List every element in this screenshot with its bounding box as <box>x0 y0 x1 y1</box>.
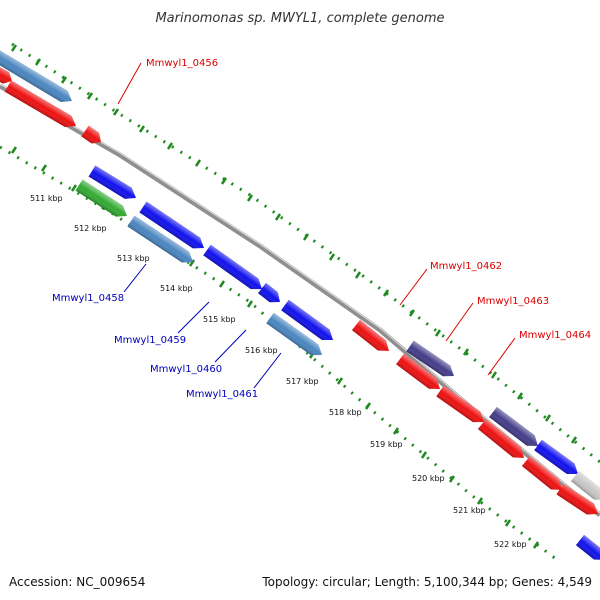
connector-line <box>487 337 516 376</box>
kbp-tick-label: 522 kbp <box>494 540 527 549</box>
kbp-tick-label: 513 kbp <box>117 254 150 263</box>
kbp-tick-label: 515 kbp <box>203 315 236 324</box>
outer-tick-marks <box>10 44 578 444</box>
kbp-tick-label: 512 kbp <box>74 224 107 233</box>
gene-arrow-0466[interactable] <box>534 439 582 480</box>
gene-arrow-0463[interactable] <box>406 340 457 382</box>
gene-arrow-0470[interactable] <box>575 534 600 565</box>
label-connectors <box>117 62 516 389</box>
kbp-tick-label: 516 kbp <box>245 346 278 355</box>
gene-arrow-0460b[interactable] <box>281 299 337 346</box>
gene-track <box>0 49 600 565</box>
gene-arrow-b[interactable] <box>0 66 15 86</box>
gene-label-0463[interactable]: Mmwyl1_0463 <box>477 296 549 307</box>
gene-arrow-0459b[interactable] <box>203 244 266 295</box>
kbp-tick-label: 511 kbp <box>30 194 63 203</box>
kbp-tick-label: 514 kbp <box>160 284 193 293</box>
gene-arrow-0464b[interactable] <box>477 418 528 463</box>
gene-arrow-0469[interactable] <box>556 483 600 520</box>
gene-arrow-a[interactable] <box>0 49 75 106</box>
connector-line <box>445 302 474 342</box>
connector-line <box>253 352 282 389</box>
kbp-tick-label: 519 kbp <box>370 440 403 449</box>
kbp-tick-label: 520 kbp <box>412 474 445 483</box>
kbp-tick-label: 521 kbp <box>453 506 486 515</box>
gene-label-0460[interactable]: Mmwyl1_0460 <box>150 364 222 375</box>
gene-label-0461[interactable]: Mmwyl1_0461 <box>186 389 258 400</box>
gene-arrow-c[interactable] <box>4 80 80 131</box>
accession-text: Accession: NC_009654 <box>9 575 145 589</box>
connector-line <box>214 329 247 363</box>
gene-arrow-green[interactable] <box>75 179 130 222</box>
gene-label-0464[interactable]: Mmwyl1_0464 <box>519 330 591 341</box>
gene-label-0458[interactable]: Mmwyl1_0458 <box>52 293 124 304</box>
connector-line <box>117 62 142 105</box>
gene-arrow-0461[interactable] <box>266 312 326 361</box>
gene-arrow-0457[interactable] <box>88 165 140 203</box>
kbp-tick-label: 517 kbp <box>286 377 319 386</box>
connector-line <box>177 301 210 334</box>
gene-arrow-0464[interactable] <box>436 385 487 428</box>
connector-line <box>123 263 147 293</box>
gene-arrow-0456[interactable] <box>81 125 104 148</box>
connector-line <box>399 268 428 306</box>
kbp-tick-labels: 511 kbp 512 kbp 513 kbp 514 kbp 515 kbp 516 k… <box>30 194 527 549</box>
map-title: Marinomonas sp. MWYL1, complete genome <box>155 11 444 26</box>
gene-arrow-0460[interactable] <box>258 282 284 307</box>
gene-label-0459[interactable]: Mmwyl1_0459 <box>114 335 186 346</box>
gene-arrow-0459[interactable] <box>139 201 207 254</box>
gene-arrow-0462[interactable] <box>351 319 393 356</box>
gene-arrow-0468[interactable] <box>570 470 600 505</box>
gene-label-0462[interactable]: Mmwyl1_0462 <box>430 261 502 272</box>
kbp-tick-label: 518 kbp <box>329 408 362 417</box>
gene-arrow-0463b[interactable] <box>396 353 444 394</box>
gene-arrow-0465[interactable] <box>489 406 542 451</box>
gene-label-0456[interactable]: Mmwyl1_0456 <box>146 58 218 69</box>
gene-arrow-0467[interactable] <box>521 455 566 495</box>
outer-dotted-ring <box>11 42 600 464</box>
gene-arrow-0458[interactable] <box>127 215 196 268</box>
genome-summary-text: Topology: circular; Length: 5,100,344 bp… <box>261 575 592 589</box>
